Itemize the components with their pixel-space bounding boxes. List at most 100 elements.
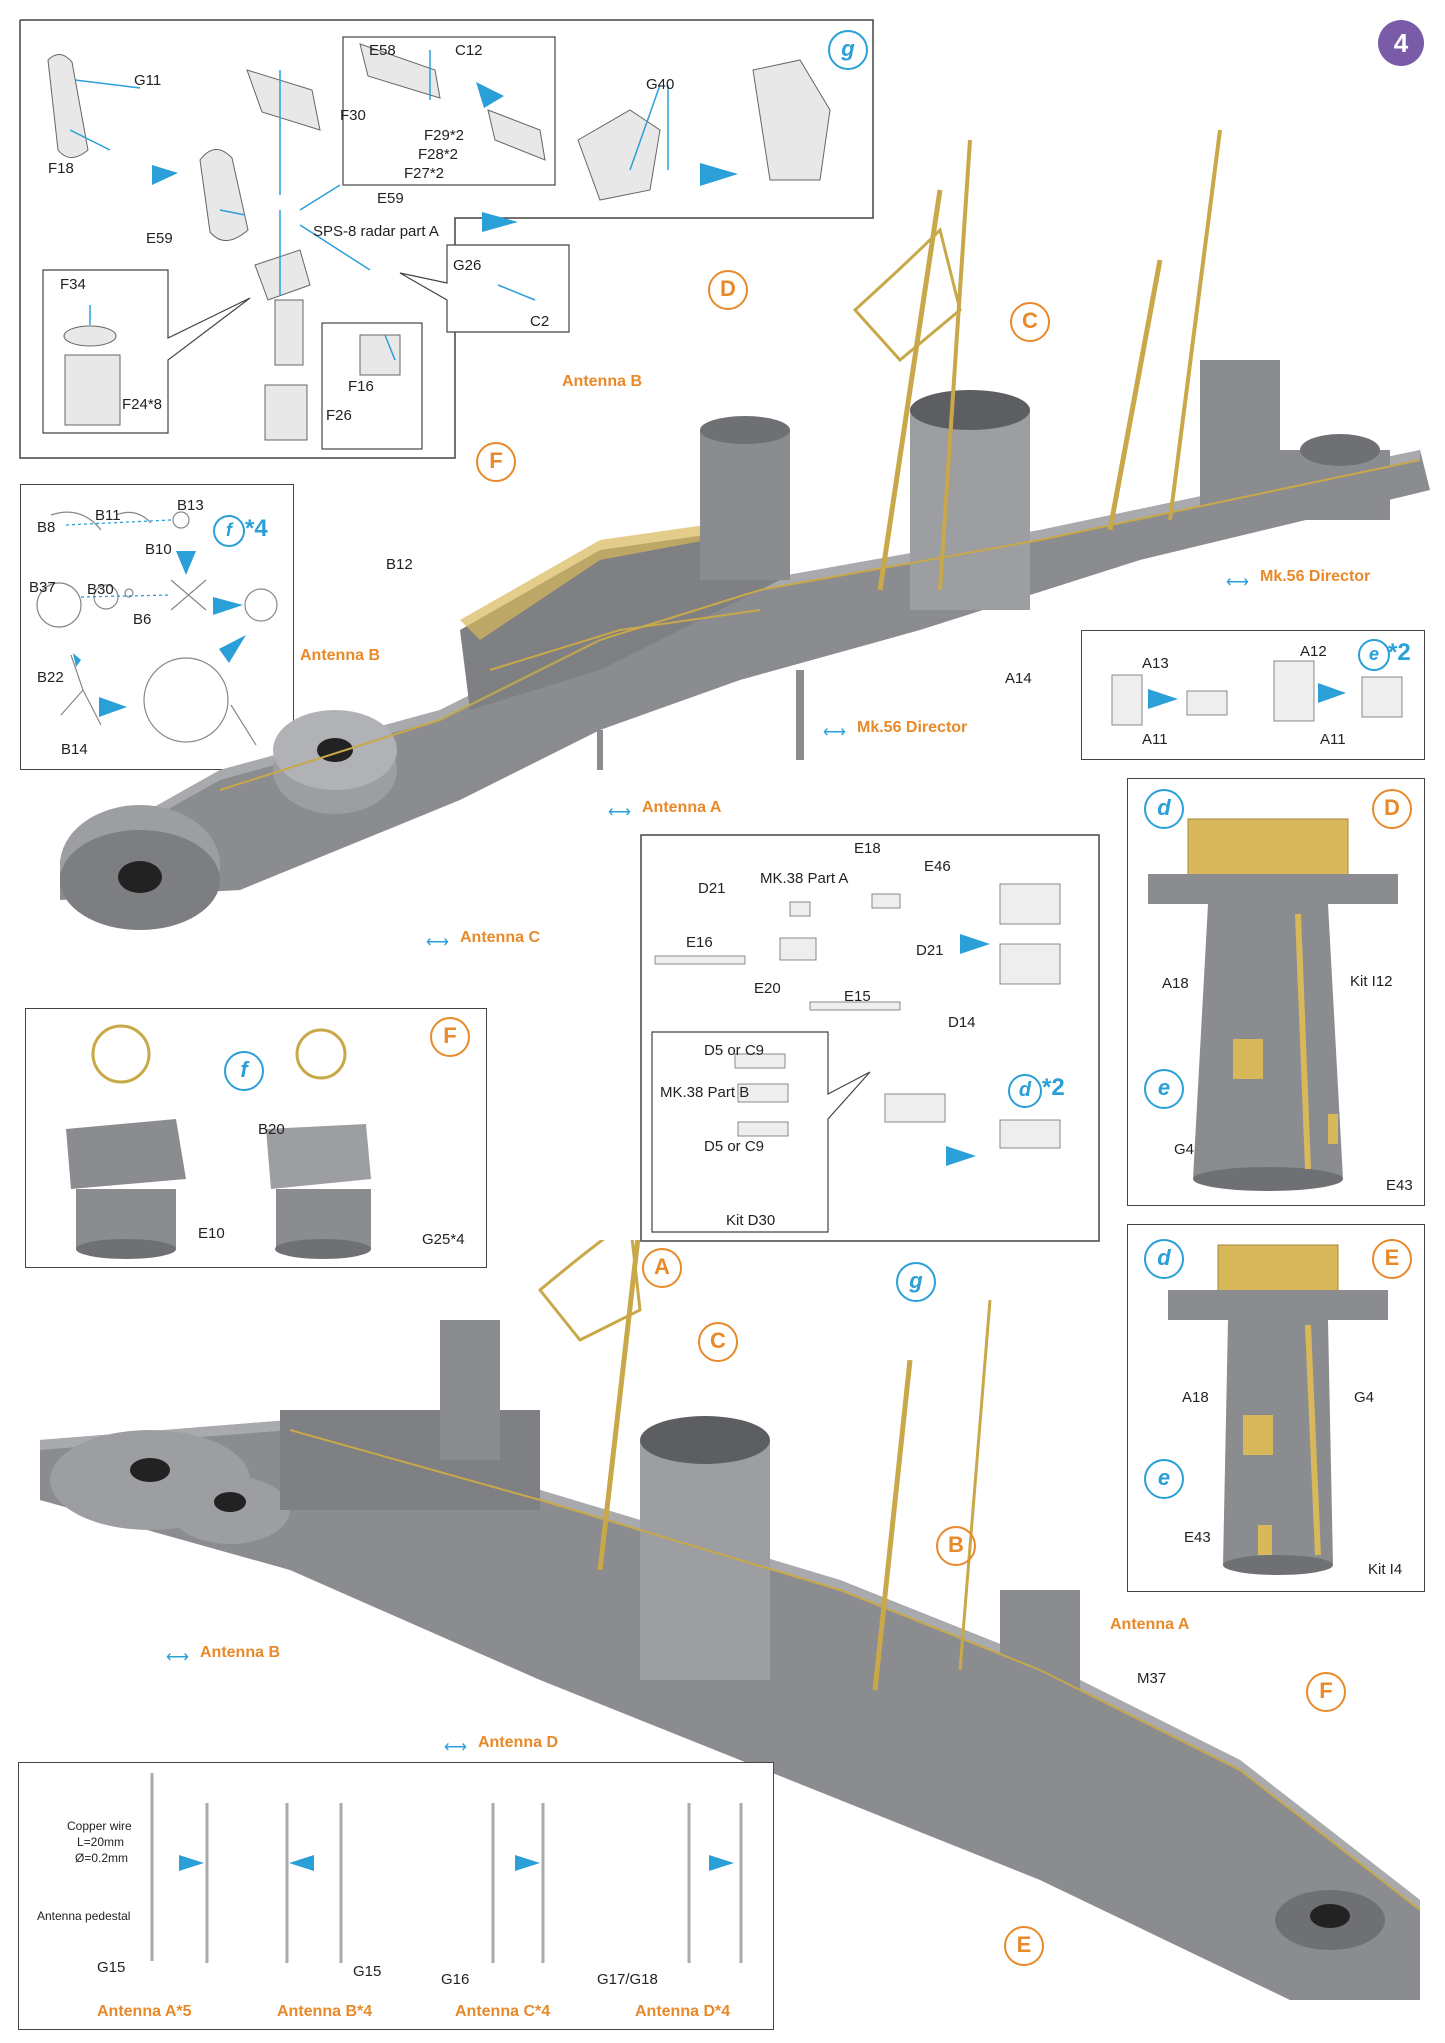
label-a11-right: A11 [1320, 731, 1346, 748]
panel-D-g4: G4 [1174, 1141, 1195, 1158]
panel-F-b20: B20 [258, 1121, 285, 1138]
panel-g-badge: g [828, 30, 868, 70]
bottom-ship-model [40, 1240, 1421, 2000]
panel-F-f-callout: f [224, 1051, 264, 1091]
panel-e-drawing [1111, 660, 1403, 726]
panel-f-drawing [36, 511, 278, 746]
mk38-d21-left: D21 [698, 880, 726, 897]
panel-E-drawing [1168, 1244, 1388, 1575]
mk38-e16: E16 [686, 934, 713, 951]
step-badge: 4 [1378, 20, 1424, 66]
panel-e-multiplier: *2 [1388, 639, 1411, 666]
label-g11: G11 [134, 72, 162, 89]
antenna-pedestal: Antenna pedestal [37, 1909, 131, 1923]
label-b10: B10 [145, 541, 172, 558]
antenna-c-arrow-icon: ⟷ [426, 934, 449, 951]
antenna-panel: Copper wire L=20mm Ø=0.2mm Antenna pedes… [18, 1762, 774, 2030]
mk38-multiplier: *2 [1042, 1074, 1065, 1101]
bottom-callout-b: B [936, 1526, 976, 1566]
top-label-antenna-b-upper: Antenna B [562, 373, 642, 390]
mk56-right-arrow-icon: ⟷ [1226, 574, 1249, 591]
bottom-callout-f: F [1306, 1672, 1346, 1712]
antenna-part-g17-g18: G17/G18 [597, 1971, 658, 1988]
antenna-caption-d: Antenna D*4 [635, 2003, 731, 2020]
panel-F-drawing [66, 1024, 371, 1259]
label-e58: E58 [369, 42, 396, 59]
label-a11-left: A11 [1142, 731, 1168, 748]
label-a12: A12 [1300, 643, 1327, 660]
label-b8: B8 [37, 519, 56, 536]
mk38-e20: E20 [754, 980, 781, 997]
antenna-panel-drawing [150, 1773, 743, 1963]
mk38-part-a: MK.38 Part A [760, 870, 849, 887]
antenna-diameter: Ø=0.2mm [75, 1851, 129, 1865]
panel-E-a18: A18 [1182, 1389, 1209, 1406]
panel-E-g4: G4 [1354, 1389, 1375, 1406]
label-b11: B11 [95, 507, 121, 524]
mk38-e15: E15 [844, 988, 871, 1005]
top-label-b12: B12 [386, 556, 413, 573]
panel-E-badge: E [1372, 1239, 1412, 1279]
label-b13: B13 [177, 497, 204, 514]
bottom-label-antenna-a: Antenna A [1110, 1616, 1190, 1633]
panel-D-drawing [1148, 818, 1398, 1191]
antenna-a-arrow-icon: ⟷ [608, 804, 631, 821]
bottom-callout-c: C [698, 1322, 738, 1362]
antenna-copper-wire: Copper wire [67, 1819, 132, 1833]
step-number: 4 [1393, 28, 1409, 58]
mk38-badge: d [1008, 1074, 1042, 1108]
bottom-label-antenna-d: Antenna D [478, 1734, 558, 1751]
antenna-caption-c: Antenna C*4 [455, 2003, 551, 2020]
antenna-part-g15-b: G15 [353, 1963, 382, 1980]
panel-E-kit: Kit I4 [1368, 1561, 1403, 1578]
panel-E-d-callout: d [1144, 1239, 1184, 1279]
top-label-mk56-center: Mk.56 Director [857, 719, 968, 736]
top-label-antenna-a: Antenna A [642, 799, 722, 816]
mk56-center-arrow-icon: ⟷ [823, 724, 846, 741]
label-b6: B6 [133, 611, 152, 628]
label-b22: B22 [37, 669, 64, 686]
panel-F-g25: G25*4 [422, 1231, 465, 1248]
panel-f-badge: f [213, 515, 245, 547]
label-b37: B37 [29, 579, 56, 596]
bottom-label-antenna-b: Antenna B [200, 1644, 280, 1661]
mk38-d21-right: D21 [916, 942, 944, 959]
panel-F: f F B20 E10 G25*4 [25, 1008, 487, 1268]
antenna-caption-a: Antenna A*5 [97, 2003, 192, 2020]
panel-D-d-callout: d [1144, 789, 1184, 829]
label-a13: A13 [1142, 655, 1169, 672]
bottom-callout-g: g [896, 1262, 936, 1302]
top-label-antenna-c: Antenna C [460, 929, 540, 946]
panel-f-multiplier: *4 [245, 515, 268, 542]
label-b14: B14 [61, 741, 88, 758]
panel-mk38-frame [640, 834, 1100, 1242]
panel-D-badge: D [1372, 789, 1412, 829]
panel-E: d E A18 G4 e E43 Kit I4 [1127, 1224, 1425, 1592]
label-c12: C12 [455, 42, 483, 59]
label-b30: B30 [87, 581, 114, 598]
antenna-length: L=20mm [77, 1835, 125, 1849]
antenna-part-g16: G16 [441, 1971, 470, 1988]
top-callout-c: C [1010, 302, 1050, 342]
mk38-d14: D14 [948, 1014, 976, 1031]
top-callout-d: D [708, 270, 748, 310]
bottom-callout-e: E [1004, 1926, 1044, 1966]
bottom-label-m37: M37 [1137, 1670, 1167, 1687]
mk38-e18: E18 [854, 840, 881, 857]
panel-D-kit: Kit I12 [1350, 973, 1393, 990]
mk38-e46: E46 [924, 858, 951, 875]
panel-D-e-callout: e [1144, 1069, 1184, 1109]
top-label-a14: A14 [1005, 670, 1032, 687]
panel-D-e43: E43 [1386, 1177, 1413, 1194]
mk38-part-b: MK.38 Part B [660, 1084, 750, 1101]
panel-D: d D A18 Kit I12 e G4 E43 [1127, 778, 1425, 1206]
bottom-antenna-b-arrow-icon: ⟷ [166, 1649, 189, 1666]
panel-E-e43: E43 [1184, 1529, 1211, 1546]
antenna-part-g15-a: G15 [97, 1959, 126, 1976]
top-label-antenna-b-left: Antenna B [300, 647, 380, 664]
bottom-callout-a: A [642, 1248, 682, 1288]
panel-e-badge: e [1358, 639, 1390, 671]
panel-e: A13 A11 A12 A11 e *2 [1081, 630, 1425, 760]
panel-F-e10: E10 [198, 1225, 225, 1242]
mk38-d5-upper: D5 or C9 [704, 1042, 765, 1059]
